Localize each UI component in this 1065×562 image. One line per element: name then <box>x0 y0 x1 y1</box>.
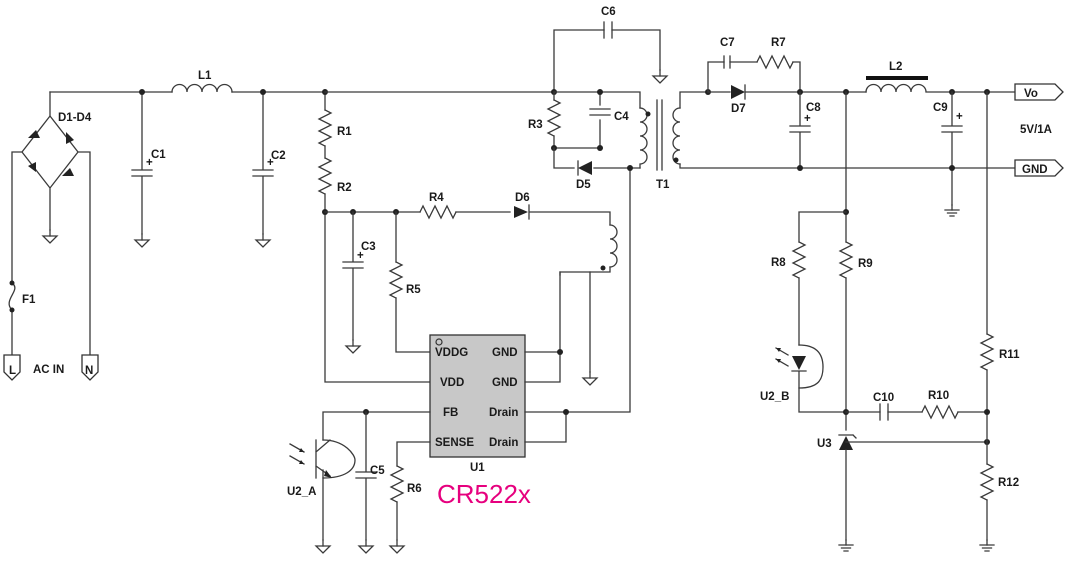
part-number: CR522x <box>437 479 531 509</box>
ac-line-terminal: L <box>9 365 16 377</box>
pin-sense: SENSE <box>435 437 474 449</box>
secondary-feedback: R8 R9 U2_B C10 R10 U3 R11 R <box>760 91 1020 552</box>
r5-label: R5 <box>406 284 421 296</box>
svg-text:+: + <box>956 111 963 123</box>
svg-text:+: + <box>267 157 274 169</box>
c3-label: C3 <box>361 241 376 253</box>
c2-label: C2 <box>271 150 286 162</box>
ac-neutral-terminal: N <box>85 365 93 377</box>
secondary-output: C7 R7 D7 + C8 L2 + C9 Vo 5V/1A GND <box>705 37 1064 217</box>
l1-label: L1 <box>198 70 212 82</box>
startup-network: R1 R2 R4 D6 + C3 R5 <box>318 89 618 383</box>
c9-label: C9 <box>933 102 948 114</box>
r1-label: R1 <box>337 126 352 138</box>
r2-label: R2 <box>337 182 352 194</box>
c6-label: C6 <box>601 6 616 18</box>
c10-label: C10 <box>873 392 894 404</box>
r8-label: R8 <box>771 257 786 269</box>
feedback-primary: U2_A C5 R6 <box>287 409 431 554</box>
pin-gnd-1: GND <box>492 347 518 359</box>
l2-label: L2 <box>889 61 902 73</box>
r7-label: R7 <box>771 37 786 49</box>
r4-label: R4 <box>429 192 444 204</box>
ac-in-label: AC IN <box>33 364 64 376</box>
output-rating: 5V/1A <box>1020 124 1052 136</box>
u2b-label: U2_B <box>760 391 789 403</box>
pin-vddg: VDDG <box>435 347 468 359</box>
svg-text:+: + <box>146 157 153 169</box>
r9-label: R9 <box>858 258 873 270</box>
r3-label: R3 <box>528 119 543 131</box>
vo-port: Vo <box>1024 88 1038 100</box>
r6-label: R6 <box>407 483 422 495</box>
u3-label: U3 <box>817 438 832 450</box>
pin-drain-1: Drain <box>489 407 518 419</box>
svg-text:+: + <box>804 113 811 125</box>
snubber-transformer: C6 R3 C4 D5 T1 <box>324 6 1016 191</box>
c8-label: C8 <box>806 102 821 114</box>
pin-gnd-2: GND <box>492 377 518 389</box>
svg-text:+: + <box>357 250 364 262</box>
c1-label: C1 <box>151 149 166 161</box>
r10-label: R10 <box>928 390 949 402</box>
bridge-label: D1-D4 <box>58 112 92 124</box>
pin-fb: FB <box>443 407 458 419</box>
input-filter: L1 + C1 + C2 <box>49 70 326 248</box>
t1-label: T1 <box>656 179 670 191</box>
pin-vdd: VDD <box>440 377 464 389</box>
gnd-port: GND <box>1022 164 1048 176</box>
d6-label: D6 <box>515 192 530 204</box>
c7-label: C7 <box>720 37 735 49</box>
r12-label: R12 <box>998 477 1019 489</box>
d5-label: D5 <box>576 179 591 191</box>
u1-label: U1 <box>470 462 485 474</box>
d7-label: D7 <box>731 103 746 115</box>
pin-drain-2: Drain <box>489 437 518 449</box>
ac-input-section: L N AC IN D1-D4 F1 <box>3 91 99 381</box>
fuse-label: F1 <box>22 294 36 306</box>
u2a-label: U2_A <box>287 486 316 498</box>
c5-label: C5 <box>370 465 385 477</box>
controller-ic: VDDG VDD FB SENSE GND GND Drain Drain U1… <box>429 167 631 509</box>
c4-label: C4 <box>614 111 629 123</box>
r11-label: R11 <box>999 349 1020 361</box>
